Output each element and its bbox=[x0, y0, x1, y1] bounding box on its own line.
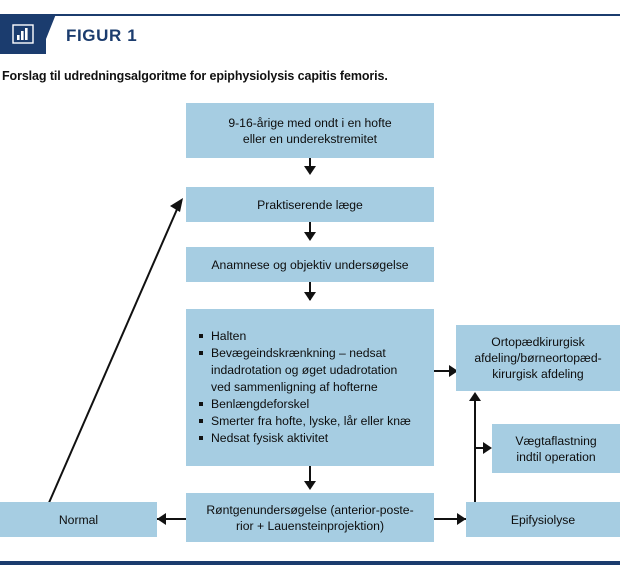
node-patients-text: 9-16-årige med ondt i en hofte eller en … bbox=[228, 115, 392, 146]
line-patients-to-gp bbox=[309, 158, 311, 170]
node-xray[interactable]: Røntgenundersøgelse (anterior-poste- rio… bbox=[186, 493, 434, 542]
node-orthopedic[interactable]: Ortopædkirurgisk afdeling/børneortopæd- … bbox=[456, 325, 620, 391]
figure-label: FIGUR 1 bbox=[66, 26, 138, 45]
arrow-patients-to-gp bbox=[304, 166, 316, 175]
arrow-xray-to-epifysiolyse bbox=[457, 513, 466, 525]
node-history-label: Anamnese og objektiv undersøgelse bbox=[211, 257, 409, 272]
node-gp[interactable]: Praktiserende læge bbox=[186, 187, 434, 222]
node-gp-label: Praktiserende læge bbox=[257, 197, 363, 212]
node-epifysiolyse[interactable]: Epifysiolyse bbox=[466, 502, 620, 537]
line-xray-to-epifysiolyse bbox=[434, 518, 466, 520]
line-branch-to-weight-relief bbox=[474, 447, 488, 449]
arrow-branch-to-weight-relief bbox=[483, 442, 492, 454]
list-item: Halten bbox=[198, 328, 411, 345]
line-gp-to-history bbox=[309, 222, 311, 237]
list-item: Benlængdeforskel bbox=[198, 396, 411, 413]
arrow-epifysiolyse-to-orthopedic bbox=[469, 392, 481, 401]
list-item: Smerter fra hofte, lyske, lår eller knæ bbox=[198, 413, 411, 430]
node-normal[interactable]: Normal bbox=[0, 502, 157, 537]
top-divider bbox=[0, 14, 620, 16]
line-xray-to-normal bbox=[157, 518, 186, 520]
arrow-findings-to-orthopedic bbox=[449, 365, 458, 377]
line-epifysiolyse-to-orthopedic bbox=[474, 400, 476, 504]
node-weight-relief[interactable]: Vægtaflastning indtil operation bbox=[492, 424, 620, 473]
bar-chart-icon bbox=[12, 24, 34, 44]
line-findings-to-xray bbox=[309, 466, 311, 488]
node-weight-relief-text: Vægtaflastning indtil operation bbox=[515, 433, 597, 464]
node-history[interactable]: Anamnese og objektiv undersøgelse bbox=[186, 247, 434, 282]
list-item: Nedsat fysisk aktivitet bbox=[198, 430, 411, 447]
node-xray-text: Røntgenundersøgelse (anterior-poste- rio… bbox=[206, 502, 414, 533]
arrow-xray-to-normal bbox=[157, 513, 166, 525]
node-orthopedic-text: Ortopædkirurgisk afdeling/børneortopæd- … bbox=[474, 335, 602, 381]
figure-badge-slant bbox=[40, 14, 56, 54]
figure-caption: Forslag til udredningsalgoritme for epip… bbox=[2, 69, 388, 83]
list-item: Bevægeindskrænkning – nedsat indadrotati… bbox=[198, 345, 411, 396]
node-epifysiolyse-label: Epifysiolyse bbox=[510, 512, 576, 527]
line-history-to-findings bbox=[309, 282, 311, 300]
node-patients[interactable]: 9-16-årige med ondt i en hofte eller en … bbox=[186, 103, 434, 158]
arrow-gp-to-history bbox=[304, 232, 316, 241]
node-findings[interactable]: Halten Bevægeindskrænkning – nedsat inda… bbox=[186, 309, 434, 466]
node-normal-label: Normal bbox=[58, 512, 99, 527]
arrow-history-to-findings bbox=[304, 292, 316, 301]
line-findings-to-orthopedic bbox=[434, 370, 456, 372]
findings-list: Halten Bevægeindskrænkning – nedsat inda… bbox=[198, 328, 411, 447]
arrow-findings-to-xray bbox=[304, 481, 316, 490]
bottom-divider bbox=[0, 560, 620, 566]
